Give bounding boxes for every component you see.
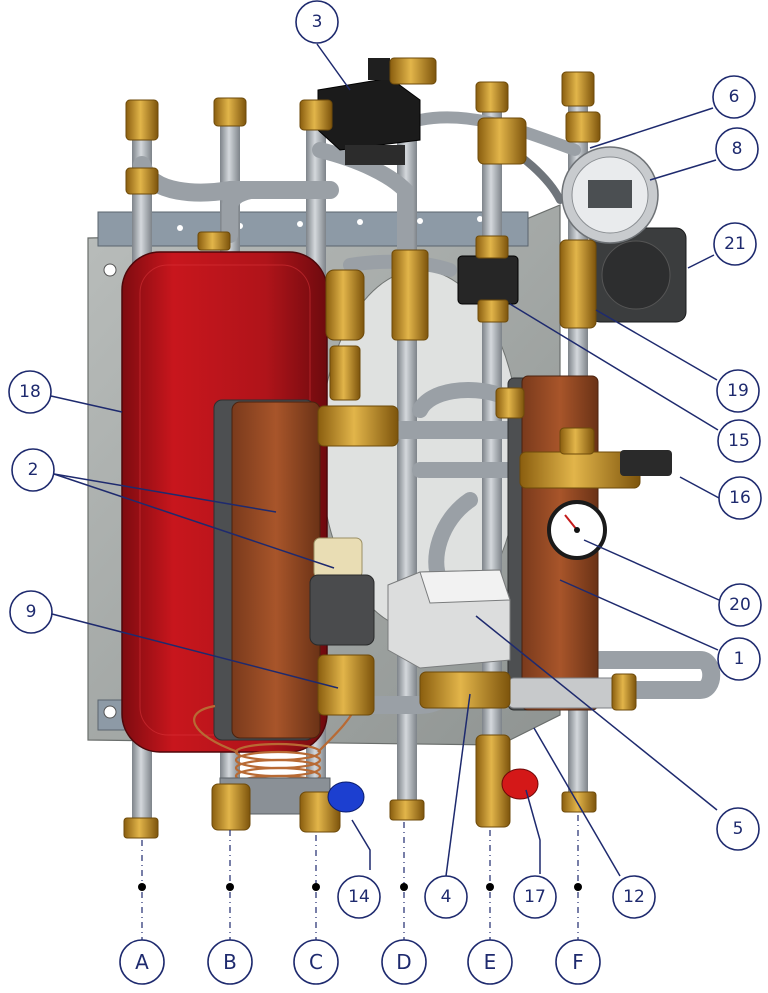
callout-15: 15 (717, 419, 761, 463)
port-D: D (381, 939, 427, 985)
svg-text:20: 20 (729, 595, 751, 615)
svg-text:18: 18 (19, 382, 41, 402)
svg-text:17: 17 (524, 887, 546, 907)
svg-text:5: 5 (733, 819, 744, 839)
svg-text:15: 15 (728, 431, 750, 451)
callout-18: 18 (8, 370, 52, 414)
callout-3: 3 (295, 0, 339, 44)
port-C: C (293, 939, 339, 985)
svg-text:21: 21 (724, 234, 746, 254)
component-5 (387, 569, 511, 669)
svg-text:B: B (223, 950, 237, 974)
svg-text:19: 19 (727, 381, 749, 401)
callout-9: 9 (9, 590, 53, 634)
callout-21: 21 (713, 222, 757, 266)
port-A: A (119, 939, 165, 985)
svg-text:16: 16 (729, 488, 751, 508)
callout-16: 16 (718, 476, 762, 520)
callout-1: 1 (717, 637, 761, 681)
svg-text:14: 14 (348, 887, 370, 907)
port-F: F (555, 939, 601, 985)
callout-6: 6 (712, 75, 756, 119)
svg-text:3: 3 (312, 12, 323, 32)
pressure-gauge (547, 500, 607, 560)
actuator-9 (309, 537, 375, 646)
svg-text:8: 8 (732, 139, 743, 159)
brass-fittings (123, 57, 641, 839)
svg-text:A: A (135, 950, 149, 974)
callout-12: 12 (612, 875, 656, 919)
heat-exchanger-2 (213, 399, 321, 741)
svg-text:12: 12 (623, 887, 645, 907)
svg-text:F: F (572, 950, 584, 974)
callout-8: 8 (715, 127, 759, 171)
blue-cap (327, 781, 365, 813)
callout-4: 4 (424, 875, 468, 919)
red-cap (501, 768, 539, 800)
port-E: E (467, 939, 513, 985)
valve-handle-16 (620, 450, 672, 476)
callout-2: 2 (11, 448, 55, 492)
svg-text:D: D (396, 950, 411, 974)
svg-text:1: 1 (734, 649, 745, 669)
callout-17: 17 (513, 875, 557, 919)
actuator-15 (457, 255, 519, 305)
callout-5: 5 (716, 807, 760, 851)
leader-lines (50, 43, 720, 877)
svg-text:9: 9 (26, 602, 37, 622)
callout-20: 20 (718, 583, 762, 627)
control-module-3 (317, 58, 421, 165)
port-center-lines (138, 815, 582, 940)
filter-12 (507, 677, 621, 709)
svg-text:2: 2 (28, 460, 39, 480)
circulation-pump (561, 146, 687, 323)
svg-text:6: 6 (729, 87, 740, 107)
svg-text:4: 4 (441, 887, 452, 907)
svg-text:C: C (309, 950, 323, 974)
callout-19: 19 (716, 369, 760, 413)
callout-14: 14 (337, 875, 381, 919)
svg-text:E: E (484, 950, 497, 974)
port-B: B (207, 939, 253, 985)
